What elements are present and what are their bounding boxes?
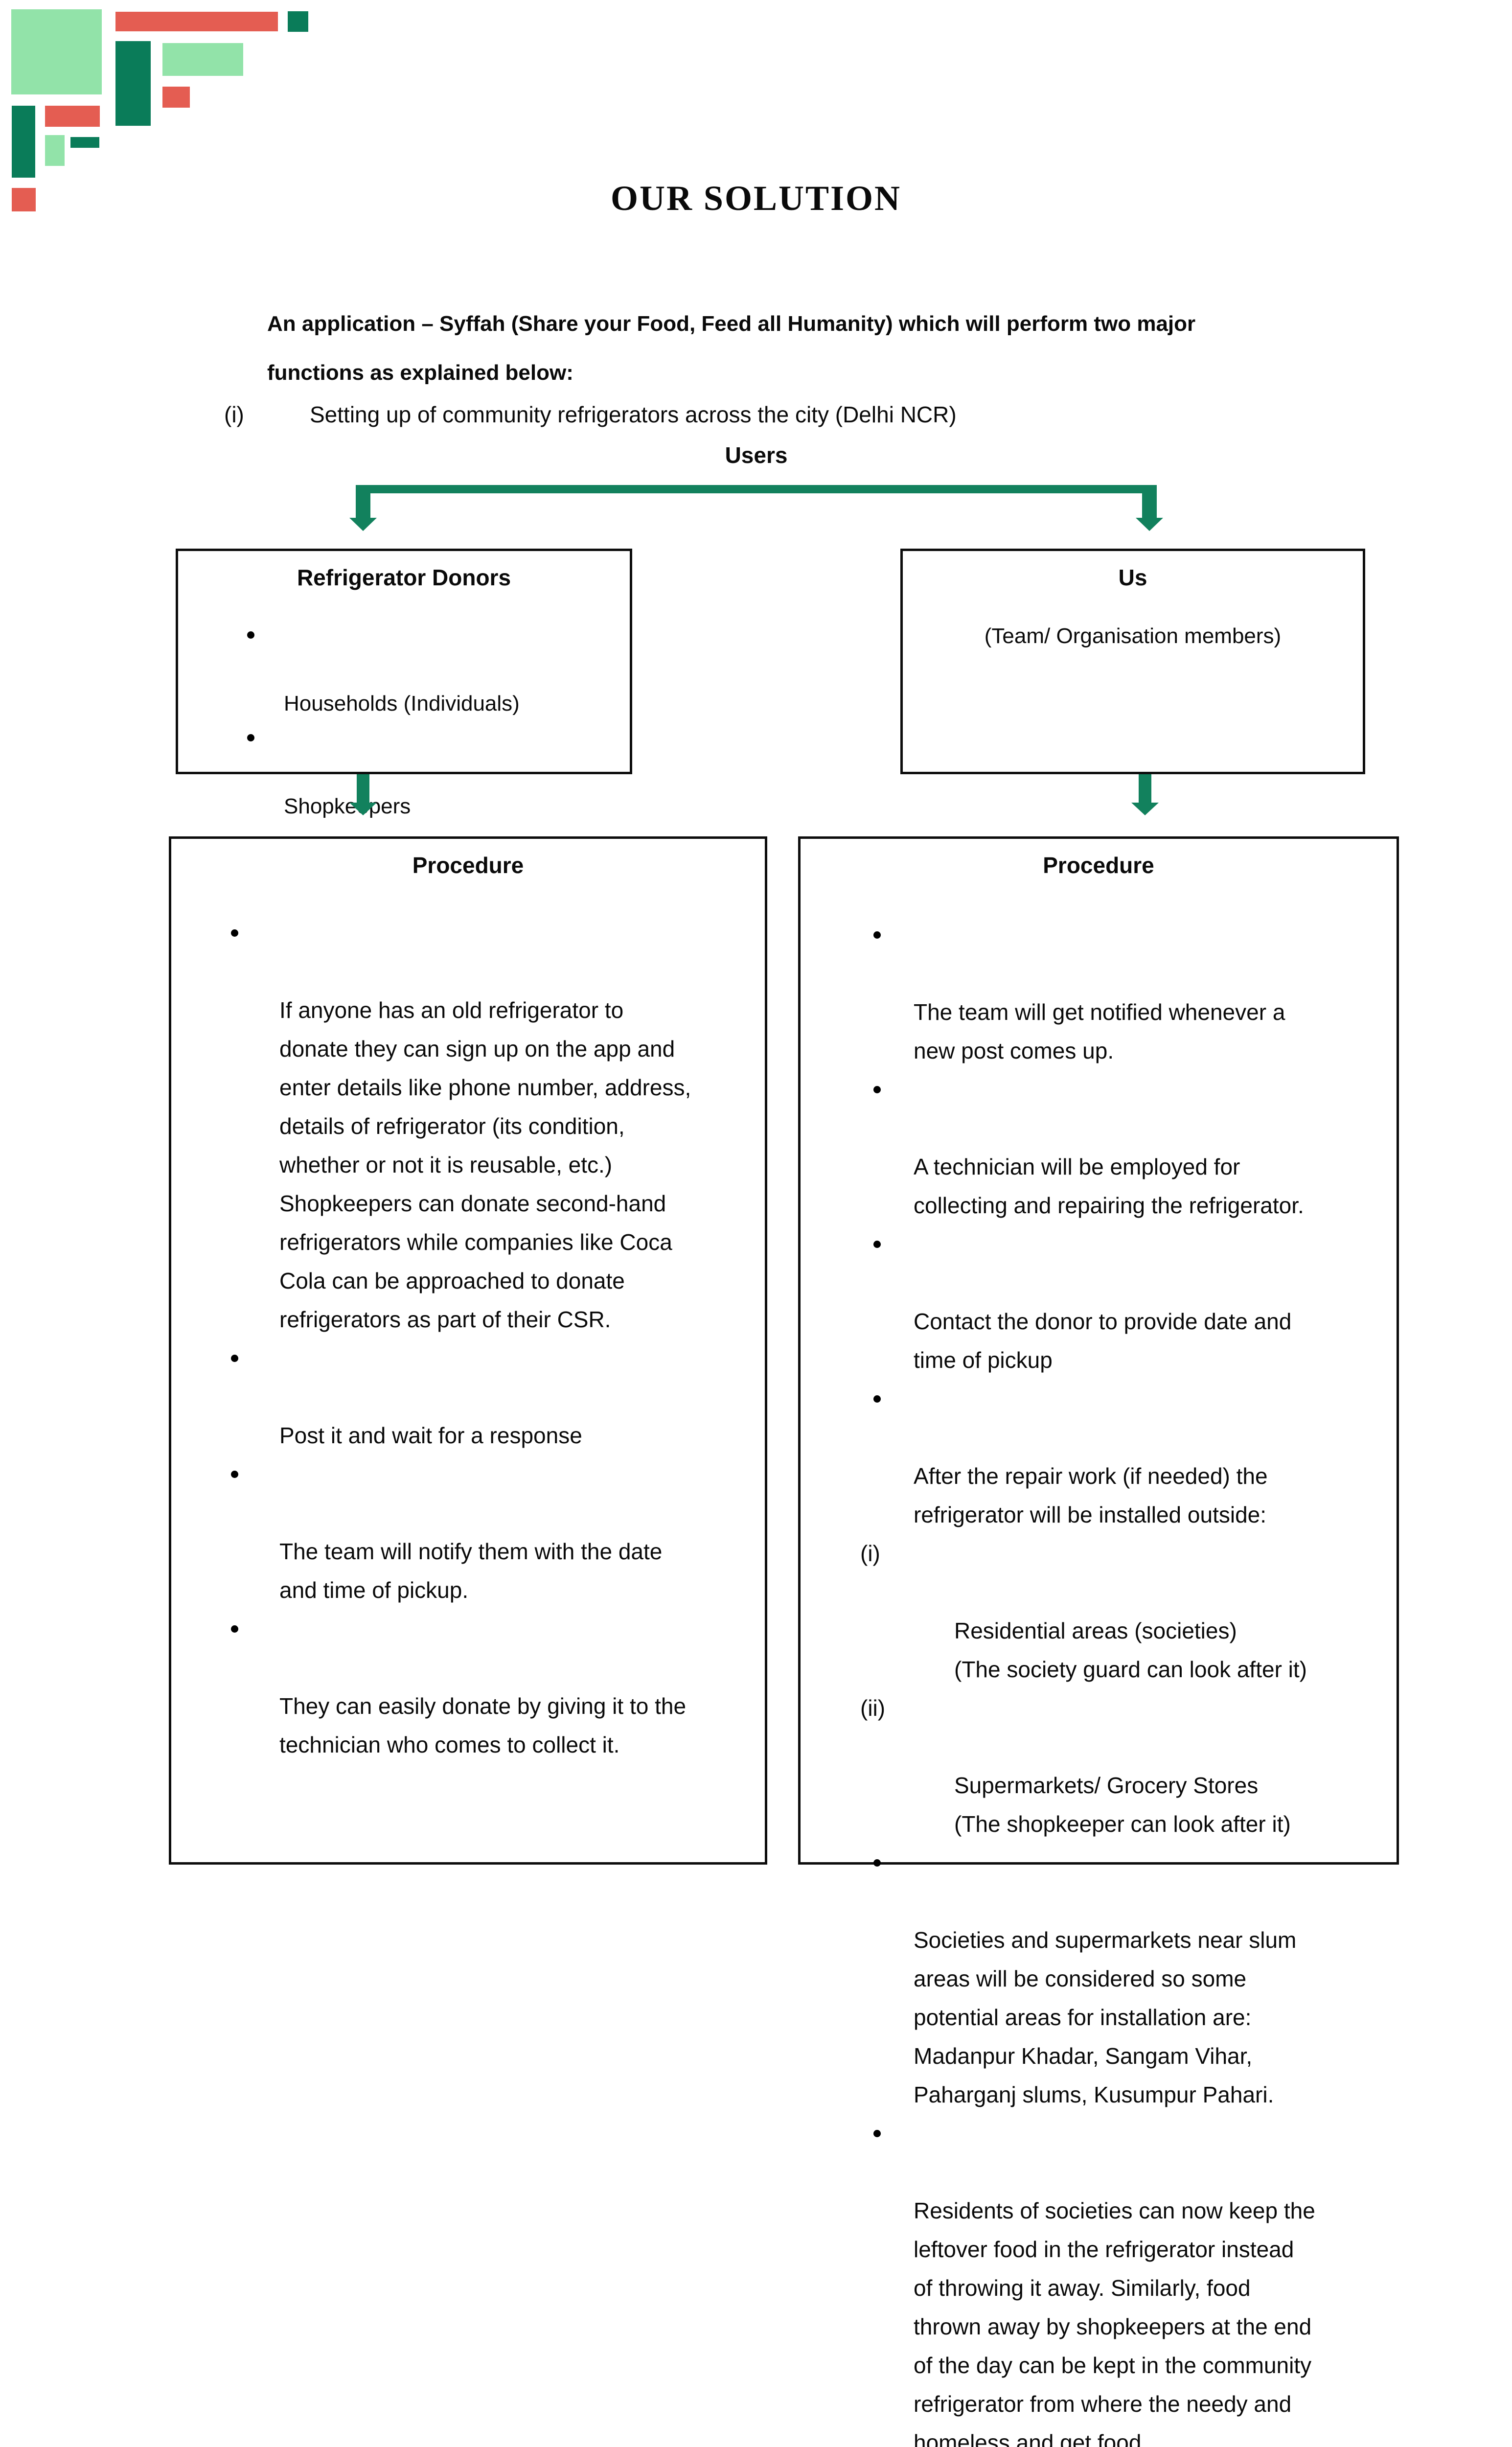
down-arrow-stem	[1139, 774, 1151, 803]
box-title: Us	[1118, 565, 1147, 590]
list-item: Residents of societies can now keep the …	[801, 2114, 1397, 2447]
us-box: Us (Team/ Organisation members)	[900, 549, 1365, 774]
list-item-text: After the repair work (if needed) the re…	[914, 1463, 1268, 1527]
list-item-text: They can easily donate by giving it to t…	[279, 1693, 687, 1757]
bullet-icon	[873, 1859, 881, 1867]
list-item-text: Households (Individuals)	[284, 692, 520, 716]
connector-bar	[356, 485, 1157, 493]
list-item: Post it and wait for a response	[171, 1339, 765, 1455]
bullet-icon	[873, 1086, 881, 1093]
list-item-text: Societies and supermarkets near slum are…	[914, 1927, 1297, 2107]
list-item: Contact the donor to provide date and ti…	[801, 1225, 1397, 1380]
list-item-text: Residential areas (societies) (The socie…	[954, 1618, 1307, 1682]
bullet-icon	[247, 631, 254, 639]
logo-block	[162, 43, 243, 76]
numbered-list-item: (ii) Supermarkets/ Grocery Stores (The s…	[801, 1689, 1397, 1844]
list-item: Societies and supermarkets near slum are…	[801, 1844, 1397, 2114]
bullet-icon	[873, 931, 881, 939]
connector-stem-right	[1142, 492, 1157, 518]
list-item: If anyone has an old refrigerator to don…	[171, 914, 765, 1339]
page-title: OUR SOLUTION	[610, 179, 902, 218]
list-item-text: Contact the donor to provide date and ti…	[914, 1309, 1292, 1373]
numbered-list-item: (i) Residential areas (societies) (The s…	[801, 1534, 1397, 1689]
list-item: A technician will be employed for collec…	[801, 1070, 1397, 1225]
list-item-text: If anyone has an old refrigerator to don…	[279, 997, 691, 1332]
logo-block	[115, 12, 278, 31]
logo-block	[11, 9, 102, 94]
down-arrow-stem	[357, 774, 369, 803]
bullet-icon	[231, 1471, 238, 1478]
bullet-icon	[873, 1395, 881, 1403]
logo-block	[162, 87, 190, 108]
list-item: The team will get notified whenever a ne…	[801, 916, 1397, 1070]
list-item: Households (Individuals)	[178, 618, 630, 721]
list-item-i-text: Setting up of community refrigerators ac…	[310, 402, 957, 427]
list-marker: (i)	[860, 1541, 880, 1566]
bullet-icon	[873, 2130, 881, 2137]
list-item-text: The team will get notified whenever a ne…	[914, 999, 1285, 1063]
box-title: Procedure	[412, 853, 524, 878]
logo-block	[45, 135, 65, 166]
us-box-subtitle: (Team/ Organisation members)	[984, 624, 1282, 648]
list-item: Shopkeepers	[178, 721, 630, 824]
list-item: After the repair work (if needed) the re…	[801, 1380, 1397, 1534]
logo-block	[12, 188, 36, 211]
bullet-icon	[231, 1625, 238, 1633]
arrow-down-icon	[349, 518, 377, 531]
list-item-text: A technician will be employed for collec…	[914, 1154, 1304, 1218]
arrow-down-icon	[1136, 518, 1163, 531]
list-marker-i: (i)	[224, 402, 244, 427]
logo-block	[115, 41, 151, 126]
list-item-text: Shopkeepers	[284, 794, 411, 818]
donor-procedure-box: Procedure If anyone has an old refrigera…	[169, 836, 767, 1865]
procedure-list: The team will get notified whenever a ne…	[801, 916, 1397, 2447]
logo-block	[45, 106, 100, 127]
logo-block	[70, 137, 99, 148]
refrigerator-donors-box: Refrigerator Donors Households (Individu…	[176, 549, 632, 955]
users-heading: Users	[725, 442, 788, 468]
connector-stem-left	[356, 492, 370, 518]
logo-block	[288, 11, 308, 32]
bullet-icon	[247, 734, 254, 741]
list-item-text: Residents of societies can now keep the …	[914, 2198, 1315, 2447]
list-item: The team will notify them with the date …	[171, 1455, 765, 1610]
list-item-text: Supermarkets/ Grocery Stores (The shopke…	[954, 1773, 1291, 1837]
list-item: They can easily donate by giving it to t…	[171, 1610, 765, 1764]
list-item-text: Post it and wait for a response	[279, 1423, 582, 1448]
box-title: Refrigerator Donors	[297, 565, 511, 590]
bullet-icon	[231, 929, 238, 937]
logo-block	[12, 106, 35, 178]
team-procedure-box: Procedure The team will get notified whe…	[798, 836, 1399, 2447]
list-marker: (ii)	[860, 1695, 886, 1721]
list-item-text: The team will notify them with the date …	[279, 1539, 663, 1603]
bullet-icon	[873, 1241, 881, 1248]
bullet-icon	[231, 1355, 238, 1362]
box-title: Procedure	[1043, 853, 1154, 878]
procedure-list: If anyone has an old refrigerator to don…	[171, 914, 765, 1764]
intro-paragraph: An application – Syffah (Share your Food…	[267, 312, 1196, 385]
arrow-down-icon	[1131, 803, 1159, 815]
arrow-down-icon	[349, 803, 377, 815]
